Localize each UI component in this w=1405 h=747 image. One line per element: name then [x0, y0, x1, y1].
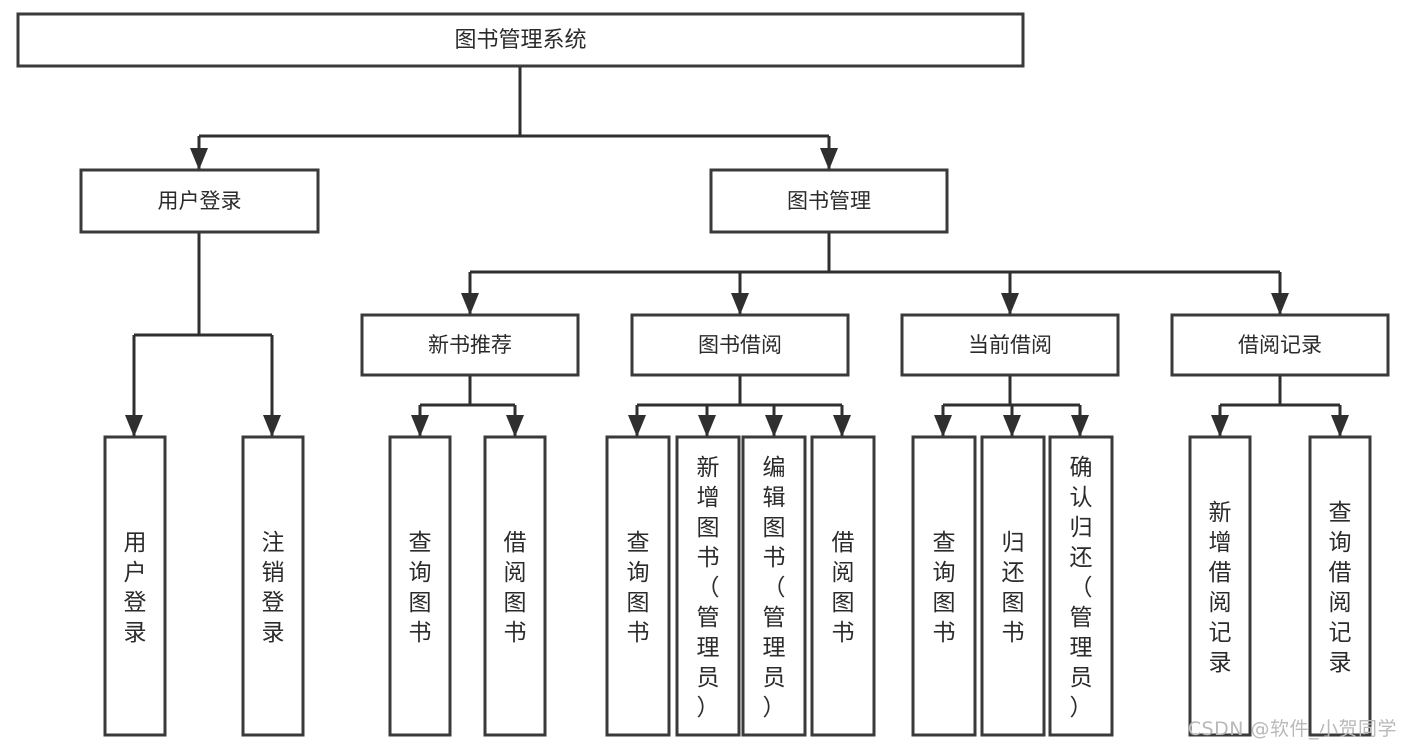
arrow-head-icon — [1331, 415, 1349, 437]
node-level2-0-label: 新书推荐 — [428, 333, 512, 357]
boxes-layer: 图书管理系统用户登录图书管理新书推荐图书借阅当前借阅借阅记录用户登录注销登录查询… — [16, 12, 1390, 737]
arrow-head-icon — [934, 415, 952, 437]
arrow-head-icon — [506, 415, 524, 437]
arrow-head-icon — [1003, 415, 1021, 437]
node-leaf-current-borrow-1-label: 归还图书 — [1002, 530, 1025, 646]
node-leaf-current-borrow-0-label: 查询图书 — [933, 530, 956, 646]
node-leaf-user-login-0-label: 用户登录 — [124, 530, 147, 646]
arrow-head-icon — [190, 148, 208, 170]
node-leaf-book-borrow-0-label: 查询图书 — [627, 530, 650, 646]
node-level2-0-rect — [360, 313, 580, 377]
node-leaf-new-book-recommend-1[interactable]: 借阅图书 — [483, 435, 547, 737]
node-level1-0[interactable]: 用户登录 — [79, 168, 320, 234]
node-level1-0-label: 用户登录 — [158, 189, 242, 213]
arrow-head-icon — [628, 415, 646, 437]
node-leaf-current-borrow-2-label: 确认归还（管理员） — [1070, 455, 1093, 721]
node-leaf-book-borrow-1[interactable]: 新增图书（管理员） — [675, 435, 741, 737]
arrow-head-icon — [461, 293, 479, 315]
arrow-head-icon — [125, 415, 143, 437]
node-level1-0-rect — [79, 168, 320, 234]
node-leaf-book-borrow-2-rect — [741, 435, 807, 737]
arrow-head-icon — [1271, 293, 1289, 315]
node-leaf-new-book-recommend-0-rect — [388, 435, 452, 737]
node-leaf-current-borrow-0[interactable]: 查询图书 — [911, 435, 977, 737]
node-leaf-book-borrow-3-label: 借阅图书 — [832, 530, 855, 646]
node-leaf-new-book-recommend-0[interactable]: 查询图书 — [388, 435, 452, 737]
node-leaf-new-book-recommend-1-rect — [483, 435, 547, 737]
node-root-system-rect — [16, 12, 1025, 68]
node-leaf-current-borrow-1-rect — [980, 435, 1046, 737]
node-leaf-user-login-1-label: 注销登录 — [262, 530, 285, 646]
node-root-system-label: 图书管理系统 — [454, 28, 586, 53]
node-leaf-user-login-1-rect — [241, 435, 305, 737]
node-leaf-book-borrow-2-label: 编辑图书（管理员） — [763, 455, 786, 721]
node-leaf-current-borrow-2[interactable]: 确认归还（管理员） — [1048, 435, 1114, 737]
node-leaf-book-borrow-1-label: 新增图书（管理员） — [697, 455, 720, 721]
node-level2-3[interactable]: 借阅记录 — [1170, 313, 1390, 377]
node-level2-2[interactable]: 当前借阅 — [900, 313, 1120, 377]
node-leaf-book-borrow-1-rect — [675, 435, 741, 737]
node-level2-1-rect — [630, 313, 850, 377]
arrow-head-icon — [411, 415, 429, 437]
node-level1-1-label: 图书管理 — [787, 189, 871, 213]
csdn-watermark: CSDN @软件_小贺同学 — [1187, 718, 1397, 740]
node-leaf-book-borrow-3-rect — [810, 435, 876, 737]
node-leaf-borrow-record-0-label: 新增借阅记录 — [1209, 500, 1232, 676]
node-leaf-borrow-record-1[interactable]: 查询借阅记录 — [1308, 435, 1372, 737]
arrow-head-icon — [833, 415, 851, 437]
node-leaf-book-borrow-0-rect — [605, 435, 671, 737]
node-level2-0[interactable]: 新书推荐 — [360, 313, 580, 377]
node-level1-1[interactable]: 图书管理 — [709, 168, 949, 234]
node-leaf-book-borrow-0[interactable]: 查询图书 — [605, 435, 671, 737]
arrow-head-icon — [1211, 415, 1229, 437]
node-level2-3-label: 借阅记录 — [1238, 333, 1322, 357]
node-level2-1-label: 图书借阅 — [698, 333, 782, 357]
node-level2-2-label: 当前借阅 — [968, 333, 1052, 357]
node-leaf-borrow-record-1-rect — [1308, 435, 1372, 737]
arrow-head-icon — [820, 148, 838, 170]
node-leaf-book-borrow-2[interactable]: 编辑图书（管理员） — [741, 435, 807, 737]
node-leaf-user-login-0-rect — [103, 435, 167, 737]
arrow-head-icon — [731, 293, 749, 315]
edges-layer — [125, 66, 1349, 437]
node-leaf-book-borrow-3[interactable]: 借阅图书 — [810, 435, 876, 737]
node-leaf-current-borrow-2-rect — [1048, 435, 1114, 737]
node-leaf-borrow-record-0[interactable]: 新增借阅记录 — [1188, 435, 1252, 737]
node-leaf-borrow-record-1-label: 查询借阅记录 — [1329, 500, 1352, 676]
arrow-head-icon — [698, 415, 716, 437]
node-level2-2-rect — [900, 313, 1120, 377]
node-leaf-new-book-recommend-1-label: 借阅图书 — [504, 530, 527, 646]
arrow-head-icon — [263, 415, 281, 437]
node-leaf-borrow-record-0-rect — [1188, 435, 1252, 737]
node-leaf-current-borrow-0-rect — [911, 435, 977, 737]
node-leaf-new-book-recommend-0-label: 查询图书 — [409, 530, 432, 646]
arrow-head-icon — [1001, 293, 1019, 315]
arrow-head-icon — [765, 415, 783, 437]
arrow-head-icon — [1071, 415, 1089, 437]
node-level2-3-rect — [1170, 313, 1390, 377]
node-level1-1-rect — [709, 168, 949, 234]
node-leaf-current-borrow-1[interactable]: 归还图书 — [980, 435, 1046, 737]
node-leaf-user-login-1[interactable]: 注销登录 — [241, 435, 305, 737]
node-level2-1[interactable]: 图书借阅 — [630, 313, 850, 377]
node-root-system[interactable]: 图书管理系统 — [16, 12, 1025, 68]
node-leaf-user-login-0[interactable]: 用户登录 — [103, 435, 167, 737]
